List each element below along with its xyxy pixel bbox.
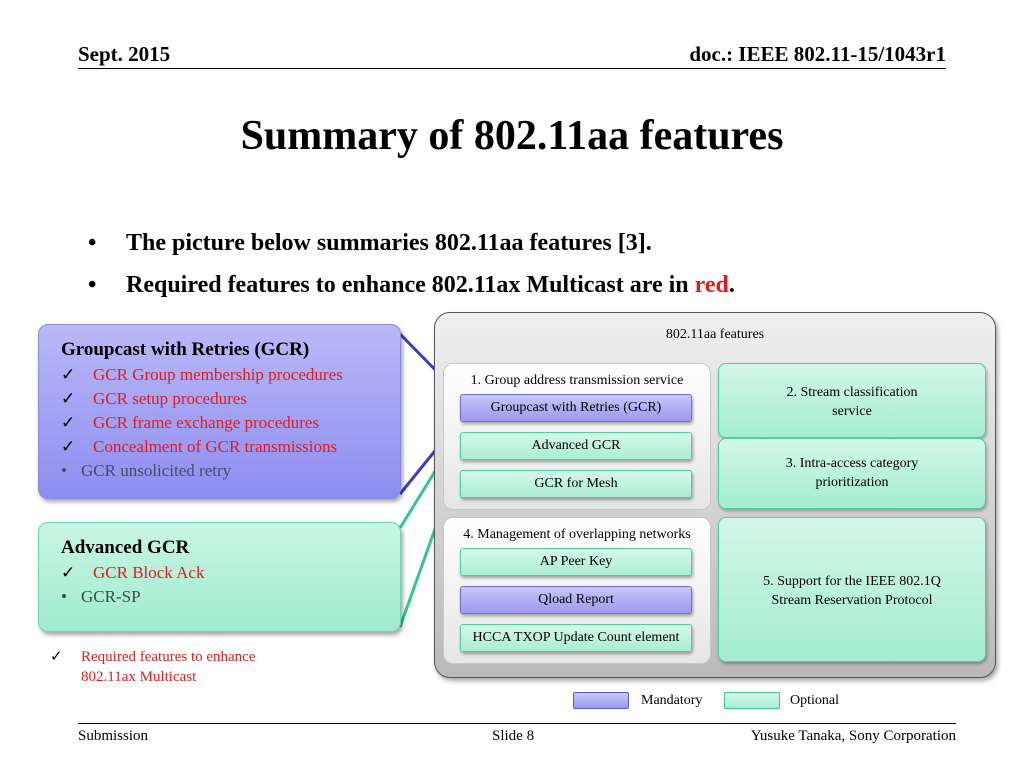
note-line-1: Required features to enhance (81, 649, 256, 665)
gcr-item-4: ✓ Concealment of GCR transmissions (61, 435, 384, 459)
group-address-title: 1. Group address transmission service (470, 373, 684, 388)
bullet-2-highlight: red (694, 272, 729, 298)
advanced-gcr-callout: Advanced GCR ✓ GCR Block Ack • GCR-SP (38, 522, 401, 632)
features-diagram: 802.11aa features 1. Group address trans… (434, 312, 996, 678)
legend-optional-label: Optional (790, 693, 839, 708)
overlapping-networks-panel: 4. Management of overlapping networks AP… (443, 517, 711, 664)
legend-mandatory-swatch (573, 692, 629, 709)
srp-line-1: 5. Support for the IEEE 802.1Q (763, 574, 941, 589)
check-icon: ✓ (61, 437, 76, 456)
features-diagram-title: 802.11aa features (665, 327, 765, 342)
gcr-item-2-text: GCR setup procedures (93, 389, 247, 408)
check-icon: ✓ (61, 413, 76, 432)
required-note: ✓ Required features to enhance 802.11ax … (50, 647, 256, 687)
header-date: Sept. 2015 (78, 42, 171, 66)
bullet-2-text: Required features to enhance 802.11ax Mu… (126, 272, 735, 299)
bullet-dot: • (88, 230, 97, 256)
gcr-mesh-feature-box: GCR for Mesh (460, 470, 692, 498)
bullet-2-text-before: Required features to enhance 802.11ax Mu… (126, 272, 695, 298)
gcr-feature-box: Groupcast with Retries (GCR) (460, 394, 692, 422)
advanced-item-2: • GCR-SP (61, 585, 384, 609)
intra-access-box: 3. Intra-access category prioritization (718, 438, 986, 509)
group-address-panel: 1. Group address transmission service Gr… (443, 363, 711, 510)
check-icon: ✓ (61, 365, 76, 384)
gcr-item-5-text: GCR unsolicited retry (81, 461, 232, 480)
header-doc-id: doc.: IEEE 802.11-15/1043r1 (689, 42, 946, 66)
stream-classification-line-1: 2. Stream classification (786, 385, 918, 400)
check-icon: ✓ (50, 649, 63, 665)
intra-access-line-2: prioritization (815, 475, 889, 490)
legend-mandatory-label: Mandatory (641, 693, 703, 708)
gcr-item-5: • GCR unsolicited retry (61, 459, 384, 483)
hcca-txop-box: HCCA TXOP Update Count element (460, 624, 692, 652)
advanced-callout-title: Advanced GCR (61, 537, 190, 558)
advanced-gcr-feature-box: Advanced GCR (460, 432, 692, 460)
footer-divider (78, 723, 956, 724)
gcr-callout: Groupcast with Retries (GCR) ✓ GCR Group … (38, 324, 401, 499)
gcr-item-4-text: Concealment of GCR transmissions (93, 437, 338, 456)
advanced-item-1: ✓ GCR Block Ack (61, 561, 384, 585)
intra-access-line-1: 3. Intra-access category (785, 456, 919, 471)
footer-author: Yusuke Tanaka, Sony Corporation (750, 728, 956, 744)
gcr-item-3: ✓ GCR frame exchange procedures (61, 411, 384, 435)
advanced-item-1-text: GCR Block Ack (93, 563, 205, 582)
check-icon: ✓ (61, 563, 76, 582)
bullet-dot: • (61, 587, 67, 606)
bullet-dot: • (88, 272, 97, 298)
gcr-item-3-text: GCR frame exchange procedures (93, 413, 320, 432)
bullet-2-text-after: . (728, 272, 735, 298)
bullet-dot: • (61, 461, 67, 480)
slide-title: Summary of 802.11aa features (240, 113, 784, 159)
legend-optional-swatch (724, 692, 780, 709)
srp-line-2: Stream Reservation Protocol (771, 593, 933, 608)
footer-slide-number: Slide 8 (492, 728, 535, 744)
gcr-item-1-text: GCR Group membership procedures (93, 365, 343, 384)
gcr-callout-title: Groupcast with Retries (GCR) (61, 339, 310, 360)
header-divider (78, 68, 946, 69)
footer-submission: Submission (78, 728, 149, 744)
check-icon: ✓ (61, 389, 76, 408)
srp-support-box: 5. Support for the IEEE 802.1Q Stream Re… (718, 517, 986, 662)
note-line-2: 802.11ax Multicast (81, 669, 197, 685)
gcr-item-2: ✓ GCR setup procedures (61, 387, 384, 411)
overlapping-networks-title: 4. Management of overlapping networks (463, 527, 691, 542)
qload-report-box: Qload Report (460, 586, 692, 614)
gcr-item-1: ✓ GCR Group membership procedures (61, 363, 384, 387)
advanced-item-2-text: GCR-SP (81, 587, 141, 606)
ap-peer-key-box: AP Peer Key (460, 548, 692, 576)
stream-classification-box: 2. Stream classification service (718, 363, 986, 438)
bullet-1-text: The picture below summaries 802.11aa fea… (126, 230, 652, 256)
stream-classification-line-2: service (832, 404, 872, 419)
